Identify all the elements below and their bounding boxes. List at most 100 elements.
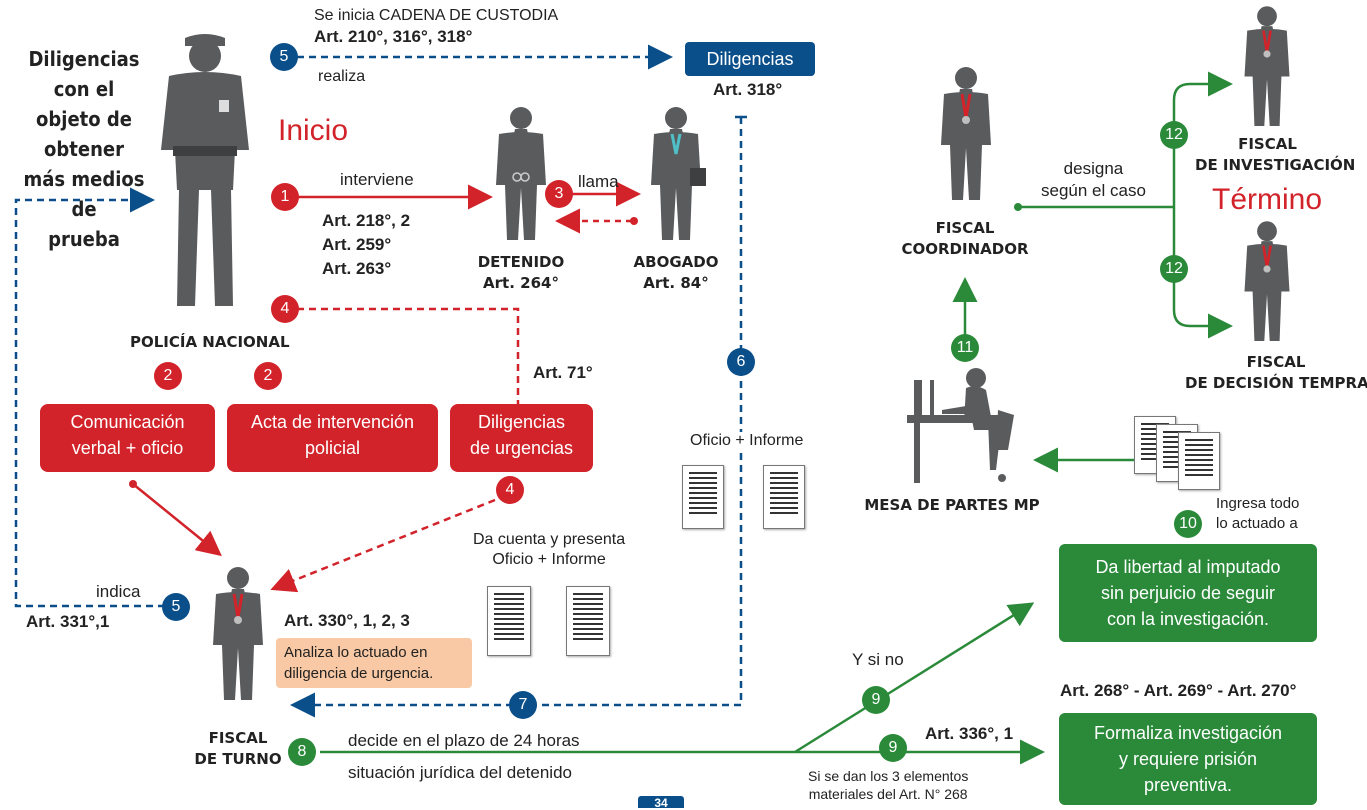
- decide-text: decide en el plazo de 24 horas: [348, 731, 580, 750]
- text-line: Ingresa todo: [1216, 495, 1300, 512]
- text-line: designa: [1063, 159, 1124, 178]
- situacion-text: situación jurídica del detenido: [348, 763, 572, 782]
- designa-text: designa según el caso: [1041, 158, 1146, 202]
- formaliza-box: Formaliza investigación y requiere prisi…: [1059, 713, 1317, 805]
- step-badge-5: 5: [270, 43, 298, 71]
- art330-label: Art. 330°, 1, 2, 3: [284, 611, 410, 630]
- article-ref: Art. 259°: [322, 235, 392, 254]
- policia-label: POLICÍA NACIONAL: [130, 333, 290, 351]
- step-badge-7: 7: [509, 691, 537, 719]
- fiscal-investigacion-figure: [1245, 6, 1290, 126]
- note-line: Analiza lo actuado en: [284, 644, 428, 661]
- ingresa-text: Ingresa todo lo actuado a: [1216, 494, 1299, 534]
- step-badge-12: 12: [1160, 255, 1188, 283]
- da-cuenta-text: Da cuenta y presenta Oficio + Informe: [473, 530, 625, 570]
- text-line: según el caso: [1041, 181, 1146, 200]
- art331-label: Art. 331°,1: [26, 612, 110, 631]
- step-badge-9: 9: [879, 734, 907, 762]
- intro-line: más medios de: [23, 167, 145, 221]
- actor-name: DETENIDO: [477, 253, 565, 271]
- interviene-arts: Art. 218°, 2 Art. 259° Art. 263°: [322, 209, 410, 281]
- llama-text: llama: [578, 172, 619, 191]
- oficio-informe-label: Oficio + Informe: [688, 432, 806, 450]
- step-badge-12: 12: [1160, 121, 1188, 149]
- informe-document-icon: [566, 586, 610, 656]
- box-line: sin perjuicio de seguir: [1100, 583, 1276, 603]
- fiscal-turno-label: FISCAL DE TURNO: [183, 728, 293, 770]
- fiscal-investigacion-label: FISCAL DE INVESTIGACIÓN: [1195, 134, 1356, 176]
- fiscal-decision-label: FISCAL DE DECISIÓN TEMPRANA: [1185, 352, 1367, 394]
- step-badge-9: 9: [862, 686, 890, 714]
- actor-name: COORDINADOR: [901, 240, 1029, 258]
- connector-4-top: [297, 307, 520, 404]
- article-ref: Art. 218°, 2: [322, 211, 411, 230]
- text-line: lo actuado a: [1216, 515, 1298, 532]
- oficio-document-icon: [487, 586, 531, 656]
- art336-label: Art. 336°, 1: [925, 724, 1014, 743]
- oficio-document-icon: [682, 465, 724, 529]
- box-line: preventiva.: [1143, 775, 1233, 795]
- cadena-arts: Art. 210°, 316°, 318°: [314, 27, 473, 46]
- box-acta: Acta de intervención policial: [227, 404, 438, 472]
- box-line: Acta de intervención: [250, 412, 415, 432]
- note-line: diligencia de urgencia.: [284, 665, 434, 682]
- connector-6-7: [290, 115, 747, 718]
- art268-label: Art. 268° - Art. 269° - Art. 270°: [1060, 681, 1297, 700]
- inicio-label: Inicio: [278, 114, 349, 147]
- mesa-partes-label: MESA DE PARTES MP: [864, 496, 1040, 514]
- fiscal-coordinador-label: FISCAL COORDINADOR: [900, 218, 1030, 260]
- analiza-note: Analiza lo actuado en diligencia de urge…: [276, 638, 472, 688]
- actor-name: FISCAL: [935, 219, 995, 237]
- abogado-label: ABOGADO Art. 84°: [626, 252, 726, 294]
- box-line: Diligencias: [477, 412, 566, 432]
- police-figure: [161, 34, 249, 306]
- connector-12: [1014, 71, 1233, 339]
- connector-8: [320, 602, 1045, 765]
- box-line: Da libertad al imputado: [1095, 557, 1281, 577]
- step-badge-1: 1: [271, 183, 299, 211]
- actor-name: DE TURNO: [194, 750, 282, 768]
- indica-text: indica: [96, 582, 141, 601]
- text-line: Oficio + Informe: [492, 551, 606, 568]
- box-line: verbal + oficio: [71, 438, 184, 458]
- actor-article: Art. 264°: [483, 274, 559, 292]
- box-line: con la investigación.: [1106, 609, 1270, 629]
- actor-name: DE DECISIÓN TEMPRANA: [1185, 374, 1367, 392]
- box-line: policial: [304, 438, 361, 458]
- text-line: materiales del Art. N° 268: [808, 786, 968, 802]
- step-badge-6: 6: [727, 348, 755, 376]
- abogado-figure: [651, 107, 706, 240]
- step-badge-5: 5: [162, 593, 190, 621]
- box-line: Comunicación: [70, 412, 185, 432]
- detenido-label: DETENIDO Art. 264°: [471, 252, 571, 294]
- y-si-no-text: Y si no: [852, 650, 904, 669]
- actor-name: FISCAL: [208, 729, 268, 747]
- connector-4-bottom: [270, 498, 496, 593]
- diligencias-box: Diligencias: [685, 42, 815, 76]
- connector-3: [555, 181, 641, 234]
- mesa-partes-figure: [907, 368, 1014, 483]
- page-number: 34: [638, 796, 684, 810]
- step-badge-3: 3: [545, 180, 573, 208]
- intro-text: Diligencias con el objeto de obtener más…: [8, 44, 160, 254]
- document-stack-icon: [1178, 432, 1220, 490]
- si-se-dan-text: Si se dan los 3 elementos materiales del…: [808, 767, 968, 803]
- informe-document-icon: [763, 465, 805, 529]
- realiza-text: realiza: [318, 68, 366, 85]
- diligencias-art: Art. 318°: [713, 80, 783, 99]
- connector-comunicacion-fiscal: [129, 480, 222, 557]
- actor-name: DE INVESTIGACIÓN: [1195, 156, 1356, 174]
- fiscal-decision-figure: [1245, 221, 1290, 341]
- box-line: de urgencias: [469, 438, 574, 458]
- box-urgencias: Diligencias de urgencias: [450, 404, 593, 472]
- step-badge-11: 11: [951, 334, 979, 362]
- fiscal-coordinador-figure: [941, 67, 991, 200]
- step-badge-10: 10: [1174, 510, 1202, 538]
- libertad-box: Da libertad al imputado sin perjuicio de…: [1059, 544, 1317, 642]
- step-badge-2: 2: [254, 362, 282, 390]
- actor-name: ABOGADO: [633, 253, 719, 271]
- connector-5-left: [14, 187, 165, 608]
- step-badge-4: 4: [496, 476, 524, 504]
- step-badge-8: 8: [288, 738, 316, 766]
